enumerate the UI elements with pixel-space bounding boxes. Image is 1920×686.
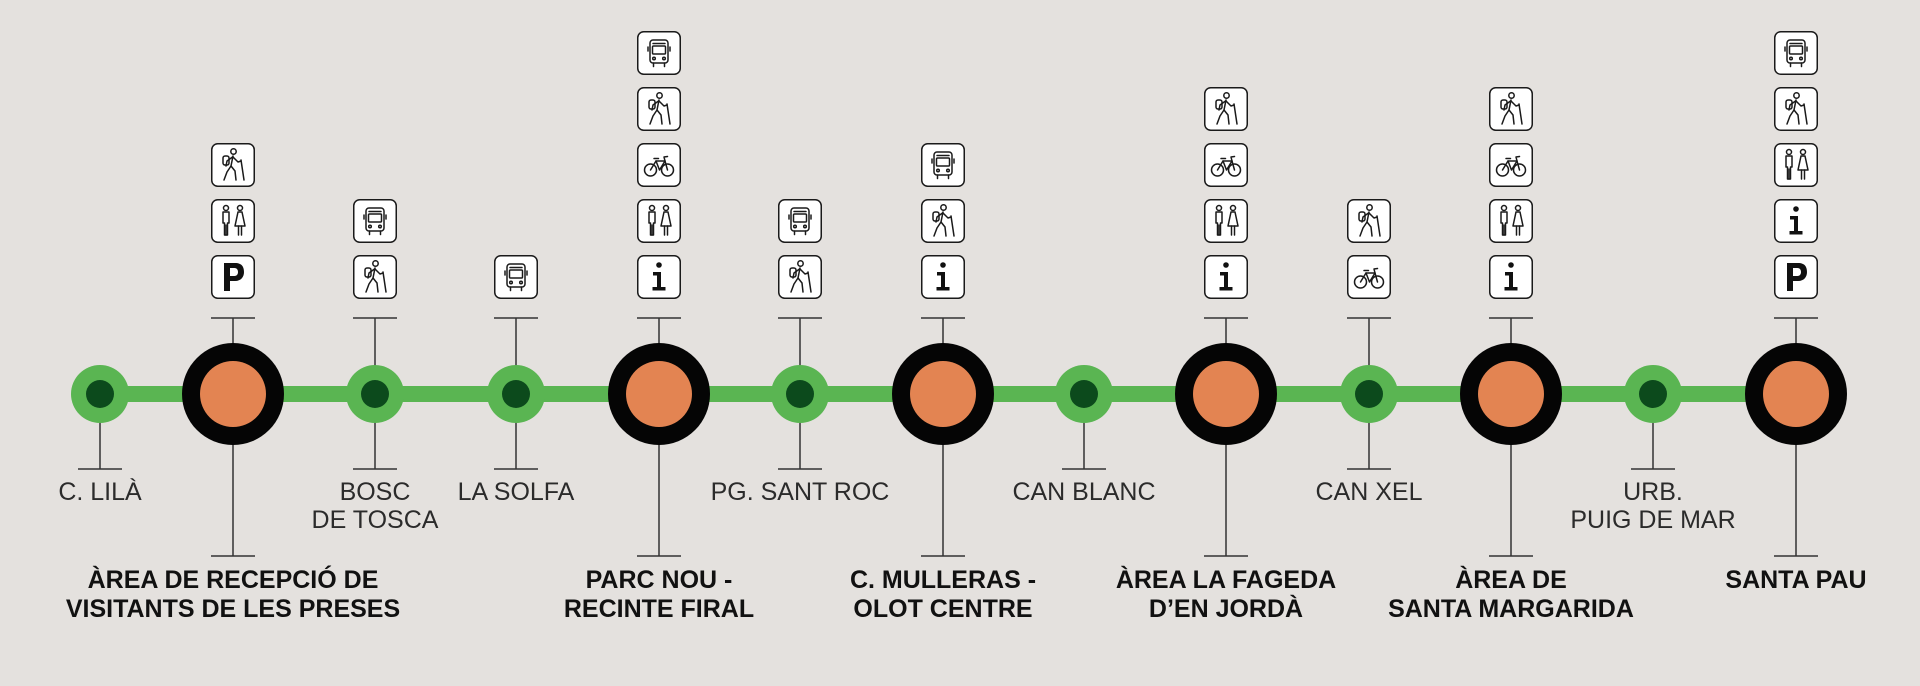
- minor-stop-center: [786, 380, 814, 408]
- info-icon: [1489, 255, 1533, 299]
- parking-icon: [211, 255, 255, 299]
- bicycle-icon: [1489, 143, 1533, 187]
- stop-6: PG. SANT ROC: [711, 199, 890, 506]
- bus-icon: [353, 199, 397, 243]
- major-stop-center: [1763, 361, 1829, 427]
- stop-label: CAN BLANC: [1012, 478, 1155, 506]
- minor-stop-center: [1355, 380, 1383, 408]
- info-icon: [921, 255, 965, 299]
- stop-label: C. MULLERAS -OLOT CENTRE: [850, 566, 1036, 623]
- hiker-icon: [1347, 199, 1391, 243]
- stop-8: CAN BLANC: [1012, 365, 1156, 506]
- toilets-icon: [1204, 199, 1248, 243]
- stop-label-line: PARC NOU -: [586, 566, 733, 594]
- stop-label: C. LILÀ: [58, 477, 142, 506]
- stop-label-line: C. MULLERAS -: [850, 566, 1036, 594]
- stop-label-line: CAN BLANC: [1012, 478, 1155, 506]
- hiker-icon: [1204, 87, 1248, 131]
- parking-icon: [1774, 255, 1818, 299]
- info-icon: [1204, 255, 1248, 299]
- bus-icon: [921, 143, 965, 187]
- stop-label-line: URB.: [1623, 478, 1683, 506]
- info-icon: [637, 255, 681, 299]
- hiker-icon: [1489, 87, 1533, 131]
- stop-label-line: DE TOSCA: [312, 506, 439, 534]
- hiker-icon: [353, 255, 397, 299]
- bus-icon: [778, 199, 822, 243]
- major-stop-center: [200, 361, 266, 427]
- stop-label: SANTA PAU: [1725, 566, 1866, 594]
- stop-label-line: SANTA MARGARIDA: [1388, 595, 1634, 623]
- bus-icon: [1774, 31, 1818, 75]
- stop-label-line: LA SOLFA: [458, 478, 575, 506]
- stop-label: PG. SANT ROC: [711, 478, 890, 506]
- hiker-icon: [637, 87, 681, 131]
- bicycle-icon: [1204, 143, 1248, 187]
- minor-stop-center: [361, 380, 389, 408]
- stop-label-line: ÀREA DE: [1455, 565, 1567, 594]
- hiker-icon: [1774, 87, 1818, 131]
- toilets-icon: [637, 199, 681, 243]
- stop-label-line: D’EN JORDÀ: [1149, 594, 1303, 623]
- stop-label-line: VISITANTS DE LES PRESES: [66, 595, 400, 623]
- stop-4: LA SOLFA: [458, 255, 575, 506]
- stop-label: CAN XEL: [1316, 478, 1423, 506]
- stop-label-line: PG. SANT ROC: [711, 478, 890, 506]
- stop-label-line: BOSC: [340, 478, 411, 506]
- hiker-icon: [211, 143, 255, 187]
- stop-5: PARC NOU -RECINTE FIRAL: [564, 31, 754, 623]
- stop-label-line: ÀREA DE RECEPCIÓ DE: [88, 564, 379, 594]
- bus-icon: [494, 255, 538, 299]
- stop-label: PARC NOU -RECINTE FIRAL: [564, 566, 754, 623]
- major-stop-center: [626, 361, 692, 427]
- major-stop-center: [910, 361, 976, 427]
- bus-icon: [637, 31, 681, 75]
- stop-7: C. MULLERAS -OLOT CENTRE: [850, 143, 1036, 623]
- stop-12: URB.PUIG DE MAR: [1570, 365, 1736, 534]
- major-stop-center: [1193, 361, 1259, 427]
- hiker-icon: [921, 199, 965, 243]
- minor-stop-center: [1070, 380, 1098, 408]
- stop-label-line: RECINTE FIRAL: [564, 595, 754, 623]
- stop-label-line: C. LILÀ: [58, 477, 142, 506]
- info-icon: [1774, 199, 1818, 243]
- major-stop-center: [1478, 361, 1544, 427]
- toilets-icon: [1774, 143, 1818, 187]
- stop-label-line: OLOT CENTRE: [853, 595, 1032, 623]
- stop-label-line: SANTA PAU: [1725, 566, 1866, 594]
- stop-label-line: PUIG DE MAR: [1570, 506, 1735, 534]
- hiker-icon: [778, 255, 822, 299]
- toilets-icon: [1489, 199, 1533, 243]
- minor-stop-center: [86, 380, 114, 408]
- bicycle-icon: [1347, 255, 1391, 299]
- minor-stop-center: [502, 380, 530, 408]
- stop-label-line: CAN XEL: [1316, 478, 1423, 506]
- stop-10: CAN XEL: [1316, 199, 1423, 506]
- stop-label-line: ÀREA LA FAGEDA: [1116, 565, 1336, 594]
- stop-label: URB.PUIG DE MAR: [1570, 478, 1735, 534]
- stop-1: C. LILÀ: [58, 365, 142, 506]
- bicycle-icon: [637, 143, 681, 187]
- minor-stop-center: [1639, 380, 1667, 408]
- toilets-icon: [211, 199, 255, 243]
- stop-13: SANTA PAU: [1725, 31, 1867, 594]
- stop-label: LA SOLFA: [458, 478, 575, 506]
